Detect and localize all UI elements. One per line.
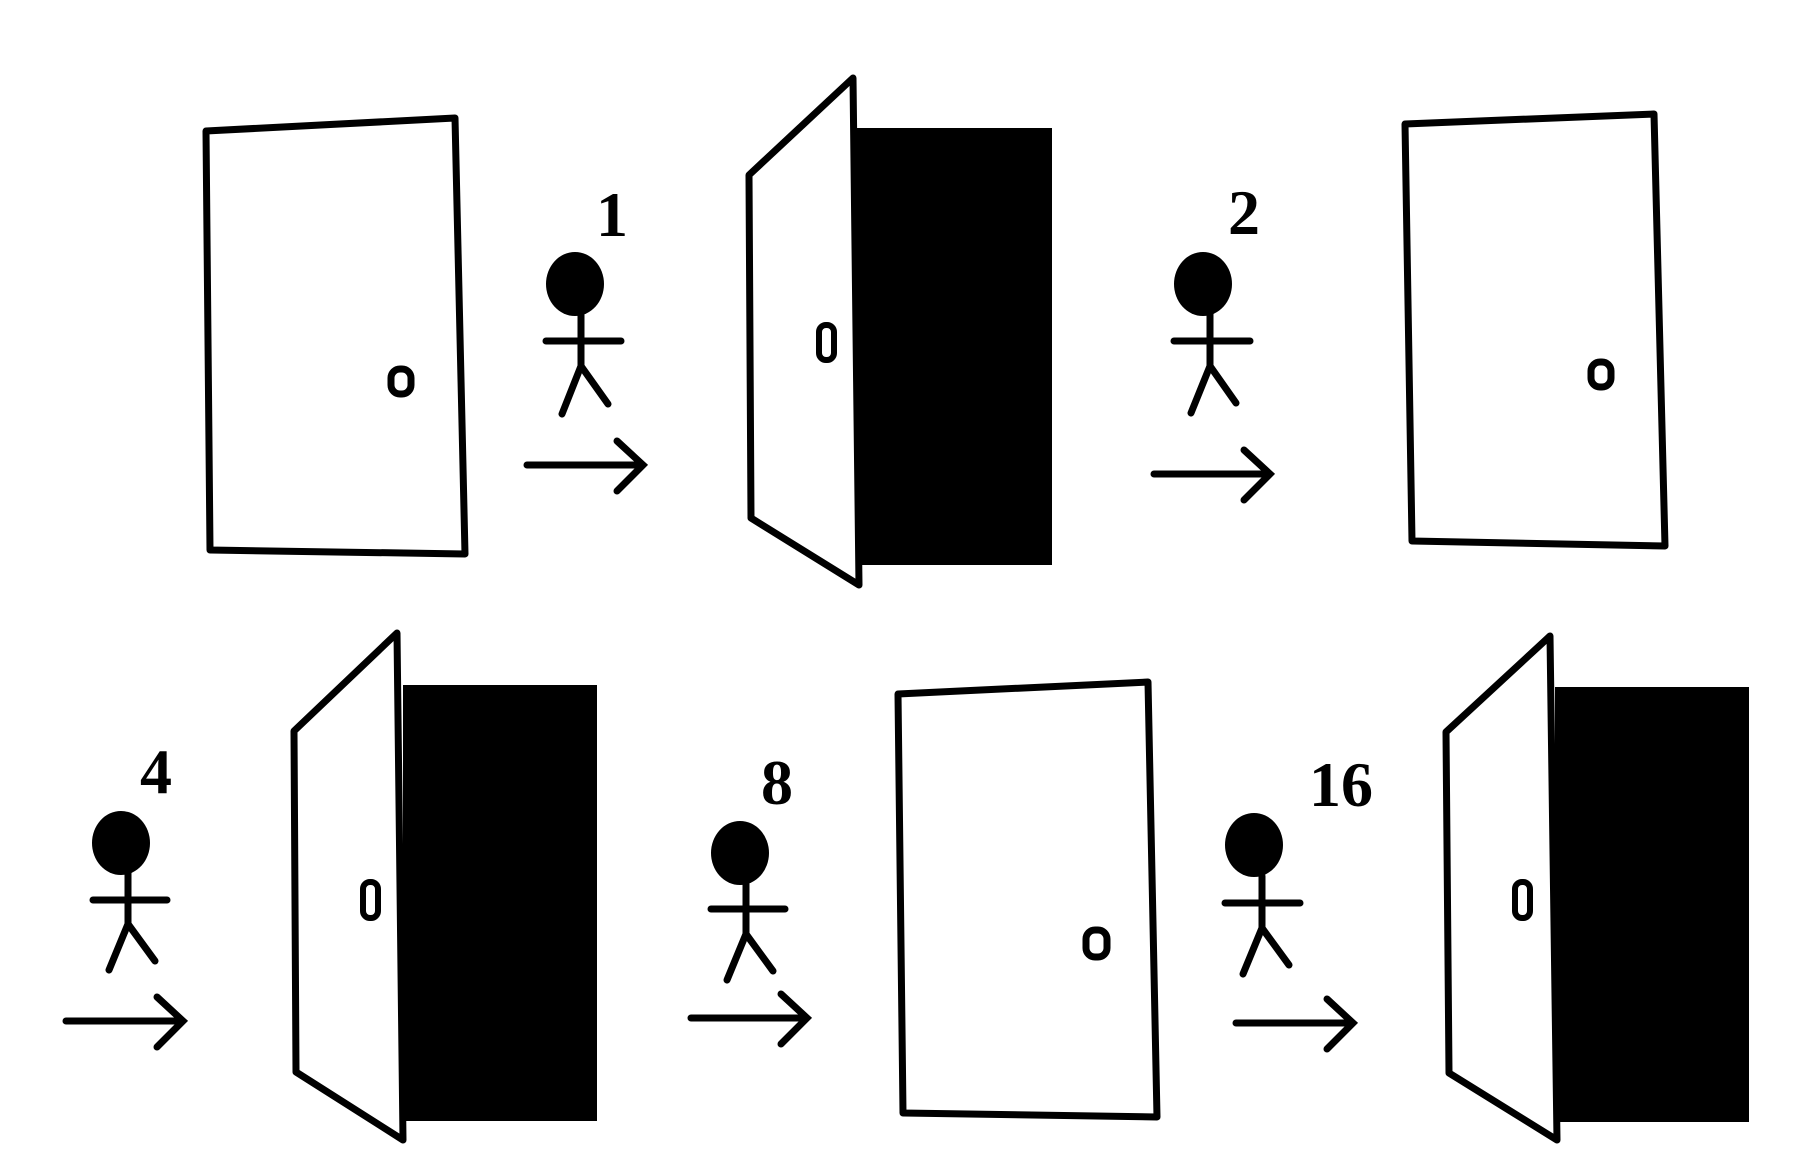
closed-door-3 (894, 678, 1161, 1121)
walker-count-label: 8 (761, 747, 793, 818)
stick-figure-icon (1170, 252, 1254, 417)
closed-door-2 (1401, 110, 1669, 550)
walker-2: 2 (1150, 177, 1276, 504)
walker-count-label: 16 (1309, 749, 1373, 820)
walker-1: 1 (523, 179, 649, 495)
walker-4: 8 (687, 747, 813, 1048)
door-knob-icon (1587, 358, 1615, 391)
right-arrow-icon (62, 993, 189, 1051)
stick-figure-icon (707, 821, 789, 984)
doorway-opening (857, 128, 1052, 565)
door-knob-icon (360, 879, 381, 921)
open-door-3 (1442, 632, 1749, 1144)
walker-count-label: 2 (1228, 177, 1260, 248)
doorway-opening (403, 685, 597, 1121)
door-knob-icon (816, 322, 837, 363)
walker-count-label: 4 (140, 736, 172, 807)
door-knob-icon (387, 365, 415, 398)
open-door-2 (290, 629, 597, 1144)
open-door-1 (745, 74, 1052, 589)
stick-figure-icon (1221, 813, 1304, 978)
right-arrow-icon (1150, 446, 1276, 504)
right-arrow-icon (687, 990, 813, 1048)
door-knob-icon (1512, 879, 1533, 921)
right-arrow-icon (523, 437, 649, 495)
walker-3: 4 (62, 736, 189, 1051)
door-knob-icon (1082, 926, 1111, 961)
doorway-opening (1555, 687, 1749, 1122)
walker-count-label: 1 (596, 179, 628, 250)
walker-5: 16 (1221, 749, 1373, 1053)
stick-figure-icon (542, 252, 625, 418)
right-arrow-icon (1232, 995, 1359, 1053)
stick-figure-icon (89, 811, 171, 974)
closed-door-1 (202, 114, 469, 558)
